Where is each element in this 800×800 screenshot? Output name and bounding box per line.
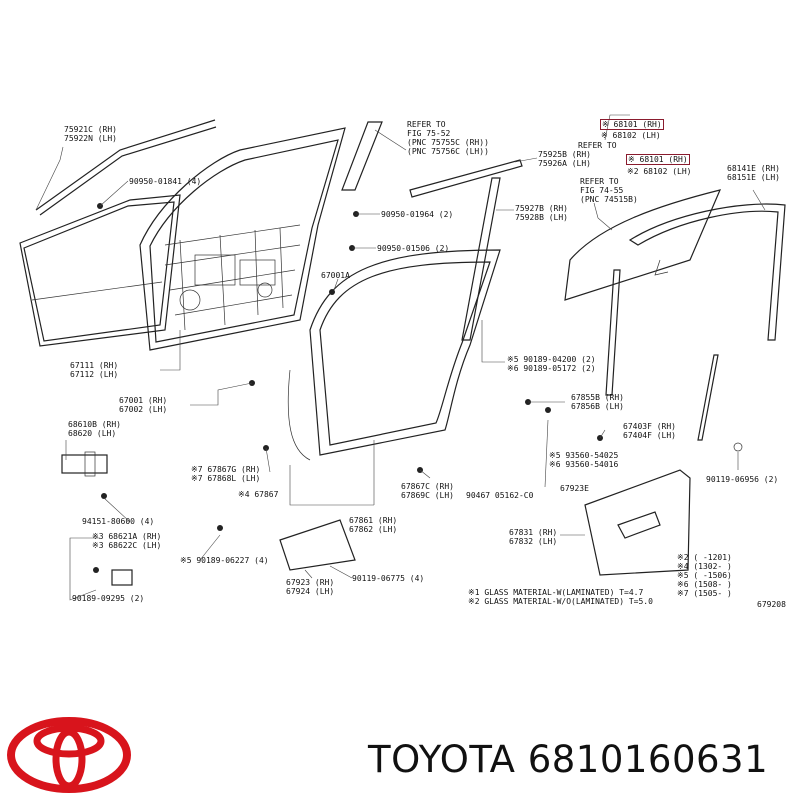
label-67111: 67111 (RH)67112 (LH) — [70, 361, 119, 379]
brand-part-number: TOYOTA 6810160631 — [368, 738, 769, 781]
label-90950-01841: 90950-01841 (4) — [129, 177, 202, 186]
label-75927b: 75927B (RH)75928B (LH) — [515, 204, 568, 222]
label-90119-06775: 90119-06775 (4) — [352, 574, 425, 583]
label-90189-09295: 90189-09295 (2) — [72, 594, 145, 603]
label-67867g: ※7 67867G (RH)※7 67868L (LH) — [191, 465, 261, 483]
label-68102-lh-a: ※ 68102 (LH) — [601, 131, 661, 140]
glass-run — [605, 203, 786, 396]
lower-sash — [697, 354, 743, 452]
label-90189-06227: ※5 90189-06227 (4) — [180, 556, 269, 565]
label-67855b: 67855B (RH)67856B (LH) — [571, 393, 624, 411]
label-90950-01964: 90950-01964 (2) — [381, 210, 454, 219]
lower-cover — [279, 519, 356, 571]
label-90467: 90467 05162-C0 — [466, 491, 534, 500]
label-67867c: 67867C (RH)67869C (LH) — [401, 482, 454, 500]
door-outer-panel — [19, 194, 181, 347]
label-75925b: 75925B (RH)75926A (LH) — [538, 150, 591, 168]
label-94151-80600: 94151-80600 (4) — [82, 517, 155, 526]
label-67403f: 67403F (RH)67404F (LH) — [623, 422, 676, 440]
label-68102-lh-b: ※2 68102 (LH) — [627, 167, 692, 176]
door-glass — [564, 189, 722, 301]
label-67831: 67831 (RH)67832 (LH) — [509, 528, 558, 546]
label-68101-rh-b: ※ 68101 (RH) — [626, 154, 690, 165]
service-cover — [584, 469, 691, 576]
label-glass-material: ※1 GLASS MATERIAL-W(LAMINATED) T=4.7※2 G… — [468, 588, 653, 606]
label-67867: ※4 67867 — [238, 490, 279, 499]
label-68101-rh-a: ※ 68101 (RH) — [600, 119, 664, 130]
label-67923: 67923 (RH)67924 (LH) — [286, 578, 335, 596]
leader-lines — [35, 114, 766, 601]
door-frame — [139, 127, 346, 351]
label-67001a: 67001A — [321, 271, 350, 280]
weatherstrip — [287, 249, 501, 461]
label-67001: 67001 (RH)67002 (LH) — [119, 396, 168, 414]
label-figure-id: 679208 — [757, 600, 786, 609]
label-68141e: 68141E (RH)68151E (LH) — [727, 164, 780, 182]
label-90189-04200: ※5 90189-04200 (2)※6 90189-05172 (2) — [507, 355, 596, 373]
label-67923e: 67923E — [560, 484, 589, 493]
toyota-emblem-icon — [7, 717, 131, 793]
label-68621a: ※3 68621A (RH)※3 68622C (LH) — [92, 532, 162, 550]
label-67861: 67861 (RH)67862 (LH) — [349, 516, 398, 534]
label-90950-01506: 90950-01506 (2) — [377, 244, 450, 253]
division-bar — [341, 121, 523, 341]
label-refer-to: REFER TO — [578, 141, 617, 150]
label-footnote-ranges: ※2 ( -1201)※4 (1302- )※5 ( -1506)※6 (150… — [677, 553, 732, 598]
label-68610b: 68610B (RH)68620 (LH) — [68, 420, 121, 438]
label-93560: ※5 93560-54025※6 93560-54016 — [549, 451, 619, 469]
label-75921c: 75921C (RH)75922N (LH) — [64, 125, 117, 143]
fasteners — [93, 203, 603, 573]
door-hinge — [61, 451, 133, 586]
label-90119-06956: 90119-06956 (2) — [706, 475, 779, 484]
belt-moulding — [35, 119, 217, 216]
